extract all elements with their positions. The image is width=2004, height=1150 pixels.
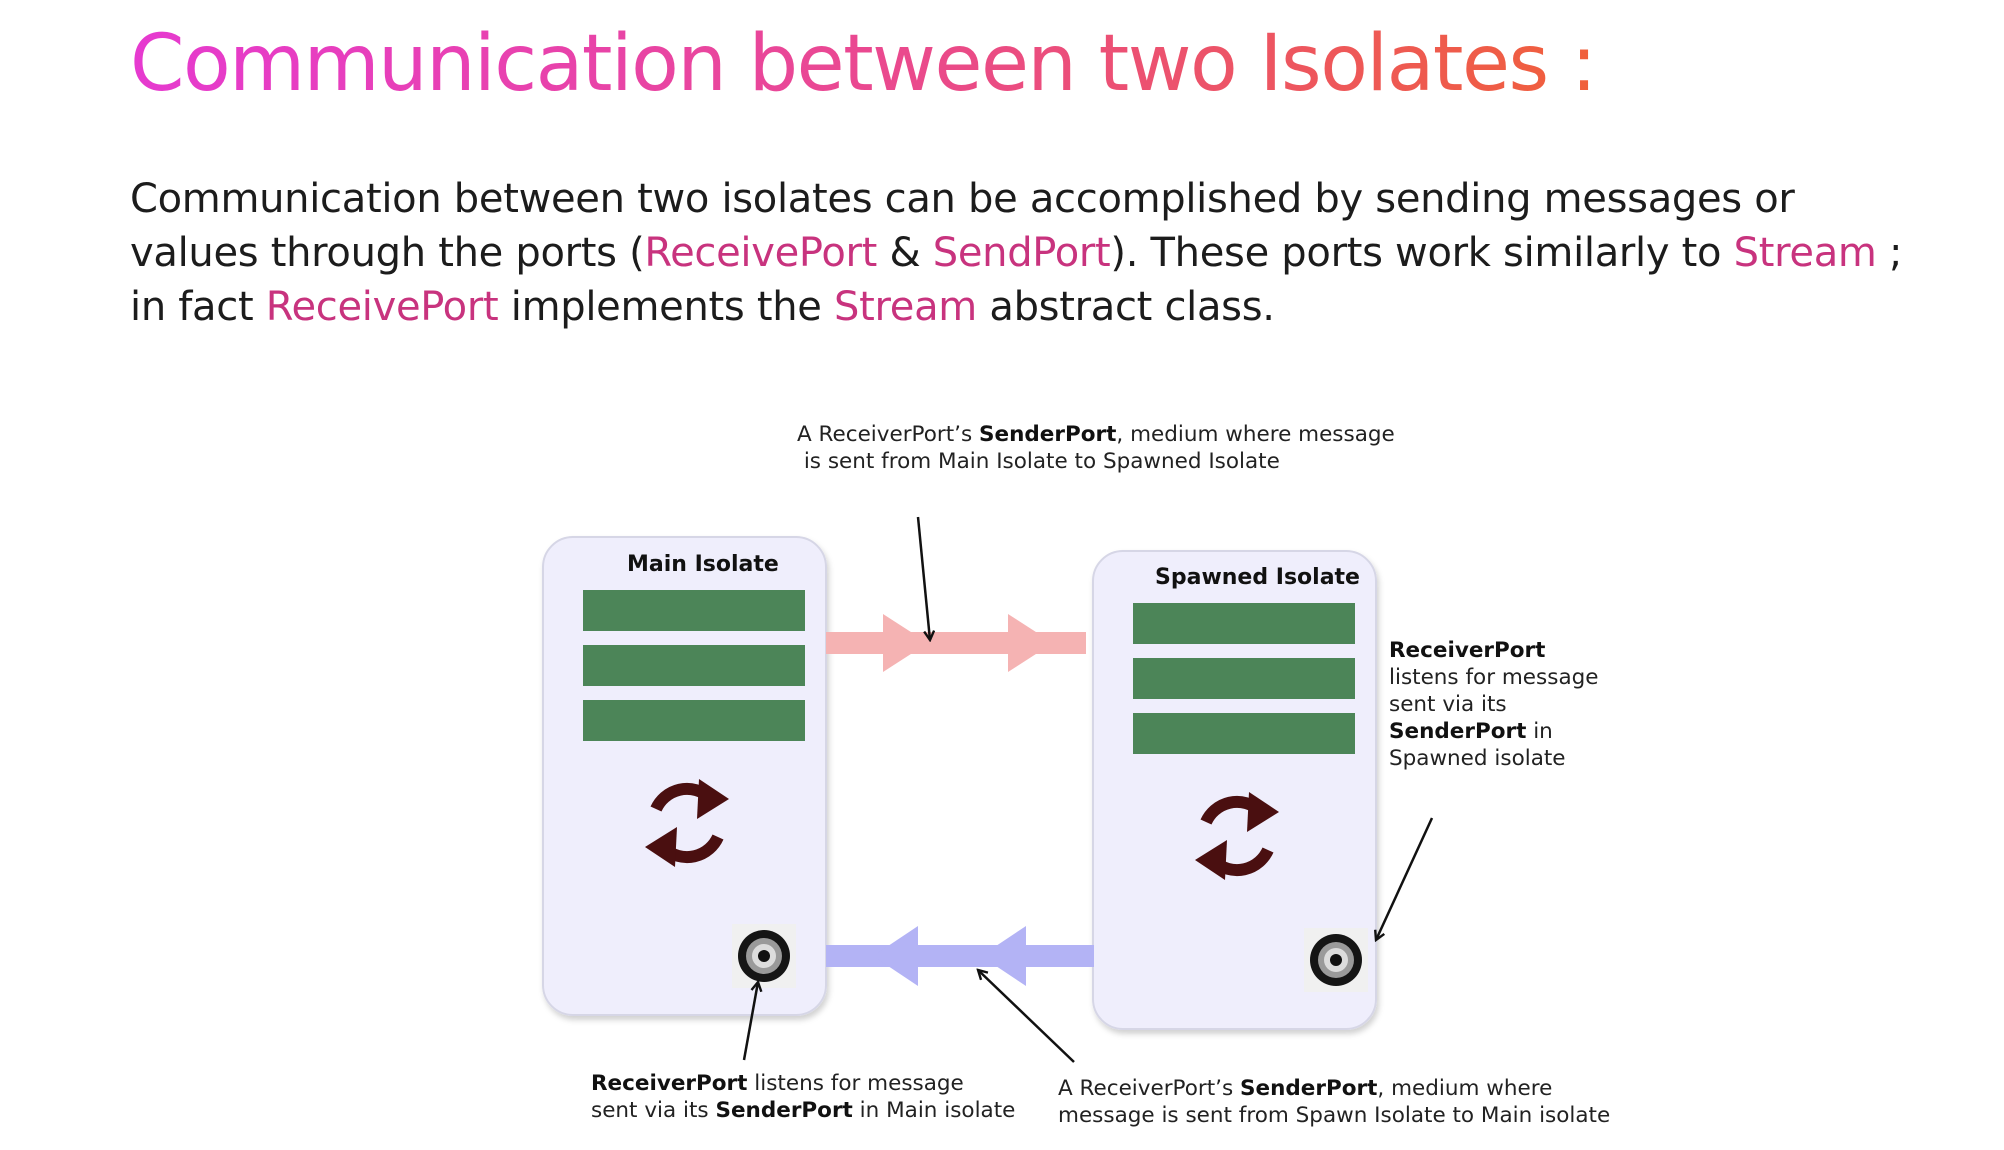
right-annotation: ReceiverPort listens for message sent vi… — [1389, 637, 1599, 772]
annotation-text: message is sent from Spawn Isolate to Ma… — [1058, 1103, 1611, 1128]
spawned-isolate-bar — [1133, 603, 1355, 644]
annotation-bold: SenderPort — [979, 422, 1117, 447]
annotation-bold: SenderPort — [1389, 719, 1527, 744]
bottom-message-arrow — [826, 926, 1094, 986]
receiveport-term: ReceivePort — [644, 230, 878, 276]
annotation-text: in Main isolate — [852, 1098, 1016, 1123]
bottom-right-annotation: A ReceiverPort’s SenderPort, medium wher… — [1058, 1075, 1610, 1129]
bottom-right-annotation-pointer — [978, 970, 1075, 1063]
stream-term: Stream — [1733, 230, 1877, 276]
annotation-bold: ReceiverPort — [591, 1071, 748, 1096]
annotation-text: sent via its — [1389, 692, 1507, 717]
main-isolate-label: Main Isolate — [627, 552, 779, 577]
annotation-text: is sent from Main Isolate to Spawned Iso… — [797, 449, 1280, 474]
annotation-bold: SenderPort — [1240, 1076, 1378, 1101]
annotation-text: A ReceiverPort’s — [797, 422, 980, 447]
intro-text-5: abstract class. — [976, 284, 1275, 330]
stream-term-2: Stream — [834, 284, 977, 330]
main-isolate-bar — [583, 700, 805, 741]
annotation-text: listens for message — [1389, 665, 1599, 690]
cycle-icon — [1195, 792, 1279, 880]
spawned-isolate-bar — [1133, 658, 1355, 699]
top-annotation-pointer — [916, 516, 930, 640]
sendport-term: SendPort — [932, 230, 1111, 276]
annotation-bold: ReceiverPort — [1389, 638, 1546, 663]
page-title: Communication between two Isolates : — [130, 14, 1597, 114]
intro-text-2: ). These ports work similarly to — [1110, 230, 1734, 276]
receiveport-term-2: ReceivePort — [265, 284, 499, 330]
intro-text-3: ; in fact — [130, 230, 1903, 330]
annotation-text: Spawned isolate — [1389, 746, 1566, 771]
intro-amp: & — [877, 230, 933, 276]
cycle-icon — [645, 779, 729, 867]
annotation-text: A ReceiverPort’s — [1058, 1076, 1241, 1101]
annotation-bold: SenderPort — [715, 1098, 853, 1123]
main-isolate-bar — [583, 590, 805, 631]
port-icon — [1304, 928, 1368, 992]
bottom-left-annotation: ReceiverPort listens for message sent vi… — [591, 1070, 1015, 1124]
annotation-text: in — [1526, 719, 1553, 744]
top-annotation: A ReceiverPort’s SenderPort, medium wher… — [797, 421, 1395, 475]
intro-paragraph: Communication between two isolates can b… — [130, 172, 1910, 334]
annotation-text: sent via its — [591, 1098, 716, 1123]
right-annotation-pointer — [1376, 817, 1434, 940]
intro-text-1: Communication between two isolates can b… — [130, 176, 1795, 276]
intro-text-4: implements the — [498, 284, 835, 330]
port-icon — [732, 924, 796, 988]
annotation-text: , medium where — [1377, 1076, 1553, 1101]
bottom-left-annotation-pointer — [742, 982, 758, 1061]
spawned-isolate-bar — [1133, 713, 1355, 754]
annotation-text: , medium where message — [1116, 422, 1395, 447]
annotation-text: listens for message — [747, 1071, 964, 1096]
spawned-isolate-label: Spawned Isolate — [1155, 565, 1360, 590]
top-message-arrow — [826, 614, 1086, 672]
main-isolate-bar — [583, 645, 805, 686]
